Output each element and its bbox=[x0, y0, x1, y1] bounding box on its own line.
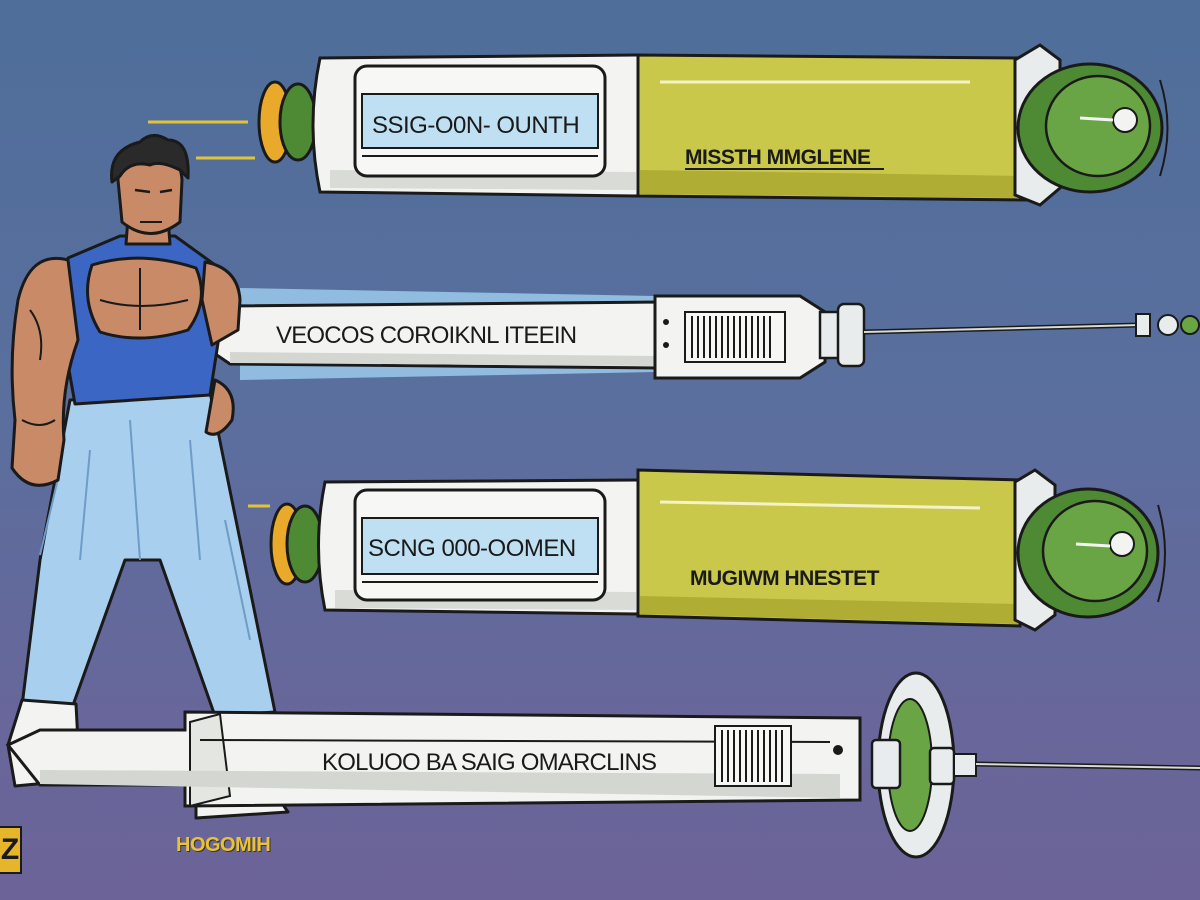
caption-text: HOGOMIH bbox=[176, 834, 271, 856]
pen-bottom-sublabel: MUGIWM HNESTET bbox=[690, 567, 880, 590]
logo-letter: Z bbox=[0, 833, 20, 866]
syringe-top: VEOCOS COROIKNL ITEEIN bbox=[177, 288, 1200, 380]
syringe-bottom-label: KOLUOO BA SAIG OMARCLINS bbox=[322, 749, 656, 776]
syringe-bottom: KOLUOO BA SAIG OMARCLINS bbox=[5, 671, 1200, 859]
muscular-man-figure bbox=[6, 134, 290, 820]
injector-pen-bottom: SCNG 000-OOMEN MUGIWM HNESTET bbox=[248, 468, 1166, 632]
injector-pen-top: SSIG-O0N- OUNTH MISSTH MMGLENE bbox=[148, 43, 1169, 207]
pen-top-sublabel: MISSTH MMGLENE bbox=[685, 146, 871, 169]
syringe-top-label: VEOCOS COROIKNL ITEEIN bbox=[276, 322, 576, 349]
brand-logo: Z bbox=[0, 826, 22, 874]
pen-bottom-label: SCNG 000-OOMEN bbox=[368, 535, 576, 562]
pen-top-label: SSIG-O0N- OUNTH bbox=[372, 112, 579, 139]
